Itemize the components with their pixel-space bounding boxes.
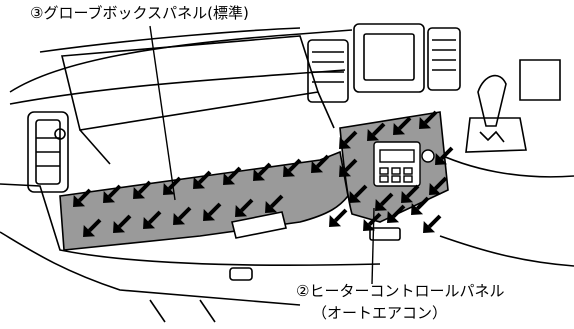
arrow-shaft	[397, 116, 412, 131]
glovebox-leader-line	[149, 25, 176, 201]
arrow-shaft	[353, 184, 368, 199]
arrow-head	[173, 212, 186, 225]
arrow-head	[339, 136, 352, 149]
climate-control-unit	[373, 141, 435, 187]
arrow-head	[253, 168, 266, 181]
arrow-head	[339, 164, 352, 177]
arrow-head	[419, 116, 432, 129]
arrow-head	[83, 224, 96, 237]
right-side-structure	[429, 59, 574, 267]
arrow-shaft	[433, 176, 448, 191]
arrow-head	[265, 200, 278, 213]
arrow-shaft	[367, 212, 382, 227]
dashboard-outline	[0, 27, 381, 323]
arrow-head	[283, 164, 296, 177]
arrow-head	[113, 220, 126, 233]
arrow-shaft	[423, 110, 438, 125]
arrow-head	[411, 202, 424, 215]
arrow-head	[401, 190, 414, 203]
left-air-vent	[27, 111, 69, 193]
arrow-shaft	[207, 202, 222, 217]
arrow-head	[193, 176, 206, 189]
arrow-shaft	[287, 158, 302, 173]
arrow-head	[393, 122, 406, 135]
arrow-head	[235, 204, 248, 217]
arrow-shaft	[415, 196, 430, 211]
arrow-head	[73, 194, 86, 207]
heater-panel-label: ②ヒーターコントロールパネル	[296, 282, 505, 300]
arrow-head	[223, 172, 236, 185]
arrow-head	[363, 218, 376, 231]
arrow-shaft	[371, 122, 386, 137]
arrow-shaft	[77, 188, 92, 203]
heater-leader-line	[371, 207, 375, 285]
arrow-shaft	[391, 204, 406, 219]
arrow-shaft	[177, 206, 192, 221]
center-display	[353, 23, 425, 93]
arrow-head	[429, 182, 442, 195]
gear-shifter	[465, 74, 527, 153]
glovebox-panel-label: ③グローブボックスパネル(標準)	[30, 4, 249, 22]
arrow-shaft	[269, 194, 284, 209]
arrow-shaft	[379, 192, 394, 207]
arrow-shaft	[333, 208, 348, 223]
arrow-shaft	[343, 158, 358, 173]
arrow-head	[203, 208, 216, 221]
arrow-shaft	[107, 184, 122, 199]
arrow-head	[133, 186, 146, 199]
arrow-shaft	[257, 162, 272, 177]
heater-panel-arrows	[329, 110, 454, 233]
arrow-shaft	[167, 176, 182, 191]
glovebox-lid	[61, 35, 335, 165]
arrow-head	[387, 210, 400, 223]
arrow-shaft	[137, 180, 152, 195]
arrow-shaft	[405, 184, 420, 199]
arrow-head	[349, 190, 362, 203]
arrow-shaft	[197, 170, 212, 185]
leader-lines	[149, 25, 375, 285]
arrow-head	[375, 198, 388, 211]
arrow-head	[435, 152, 448, 165]
arrow-head	[367, 128, 380, 141]
arrow-shaft	[227, 166, 242, 181]
arrow-shaft	[427, 214, 442, 229]
arrow-shaft	[239, 198, 254, 213]
arrow-head	[163, 182, 176, 195]
arrow-head	[103, 190, 116, 203]
glovebox-handle	[229, 211, 401, 281]
glovebox-panel-arrows	[73, 154, 330, 237]
arrow-shaft	[439, 146, 454, 161]
arrow-shaft	[117, 214, 132, 229]
arrow-head	[329, 214, 342, 227]
arrow-shaft	[315, 154, 330, 169]
arrow-shaft	[147, 210, 162, 225]
center-air-vents	[307, 27, 461, 103]
arrow-shaft	[87, 218, 102, 233]
arrow-head	[143, 216, 156, 229]
arrow-shaft	[343, 130, 358, 145]
heater-panel-sublabel: （オートエアコン）	[312, 304, 448, 322]
arrow-head	[311, 160, 324, 173]
arrow-head	[423, 220, 436, 233]
